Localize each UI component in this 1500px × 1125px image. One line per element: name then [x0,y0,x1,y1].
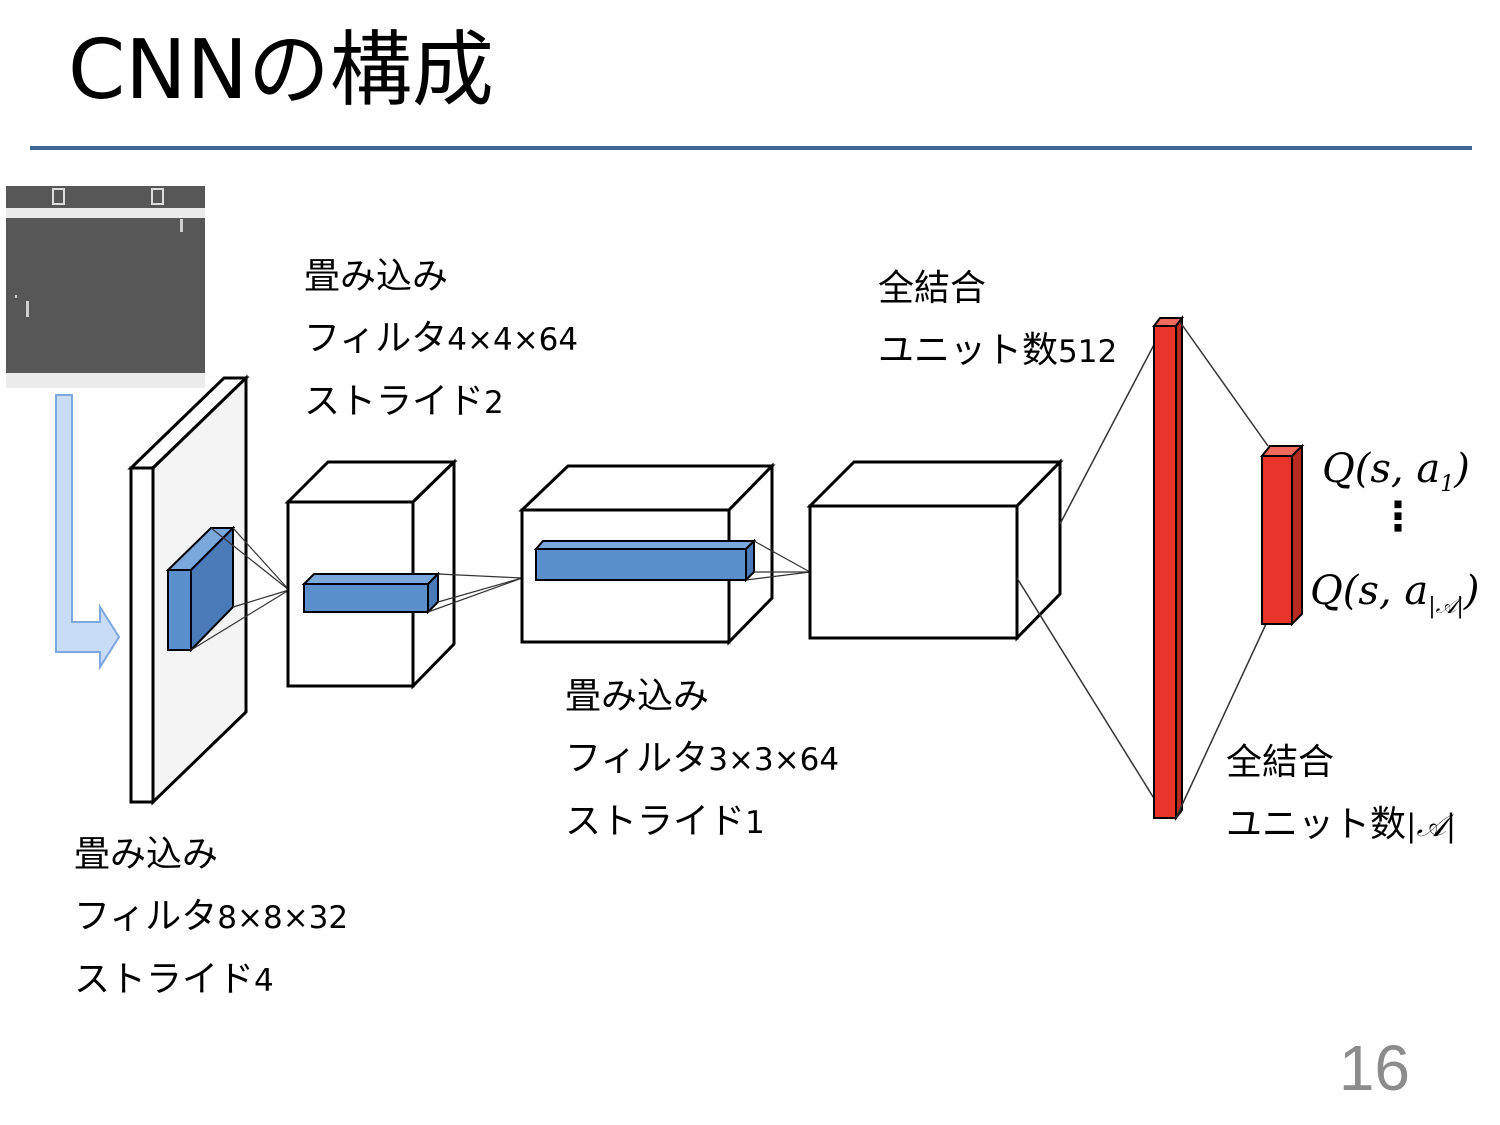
conv3-output-box [806,458,1064,642]
fc1-title: 全結合 [878,268,987,309]
conv2-title: 畳み込み [304,256,449,297]
fc2-label: 全結合 ユニット数|𝒜| [1226,732,1456,857]
input-arrow [55,394,121,671]
fc2-title: 全結合 [1226,742,1335,783]
game-screen-thumbnail [6,186,205,388]
conv3-label: 畳み込み フィルタ3×3×64 ストライド1 [565,666,839,854]
input-layer-slab [127,374,250,806]
conv2-filter-box [301,571,441,615]
conv2-stride-value: 2 [484,385,504,421]
conv1-label: 畳み込み フィルタ8×8×32 ストライド4 [74,824,348,1012]
conv3-filter-size: 3×3×64 [708,742,840,778]
conv1-title: 畳み込み [74,834,219,875]
conv3-projection-lines [745,540,811,581]
conv1-filter-line: フィルタ8×8×32 [74,896,349,937]
conv2-filter-line: フィルタ4×4×64 [304,318,579,359]
conv1-filter-box [165,525,236,653]
slide-title: CNNの構成 [68,23,494,118]
fc2-units-value: |𝒜| [1406,808,1457,844]
fc2-output-bar [1259,443,1305,627]
conv3-filter-box [533,538,757,583]
conv3-stride-value: 1 [745,805,765,841]
conv3-filter-line: フィルタ3×3×64 [565,738,840,779]
conv2-stride-line: ストライド2 [304,381,504,422]
conv2-projection-lines [427,573,523,613]
q-value-first: Q(s, a1) [1322,446,1470,497]
conv3-title: 畳み込み [565,676,710,717]
fc2-units-line: ユニット数|𝒜| [1226,804,1457,845]
page-number: 16 [1338,1032,1410,1104]
conv1-stride-line: ストライド4 [74,959,274,1000]
vertical-ellipsis: ⋮ [1378,494,1418,540]
q-value-last: Q(s, a|𝒜|) [1310,568,1480,619]
fc1-units-line: ユニット数512 [878,330,1118,371]
conv1-filter-size: 8×8×32 [217,900,349,936]
conv1-projection-lines [190,527,290,651]
conv3-stride-line: ストライド1 [565,801,765,842]
fc1-label: 全結合 ユニット数512 [878,258,1117,383]
fc1-layer-bar [1152,315,1184,821]
fc2-connection-lines [1175,321,1269,819]
fc1-connection-lines [1016,317,1169,809]
conv2-label: 畳み込み フィルタ4×4×64 ストライド2 [304,246,578,434]
fc1-units-value: 512 [1058,334,1118,370]
title-rule [30,146,1472,150]
conv2-filter-size: 4×4×64 [447,322,579,358]
conv1-stride-value: 4 [254,963,274,999]
